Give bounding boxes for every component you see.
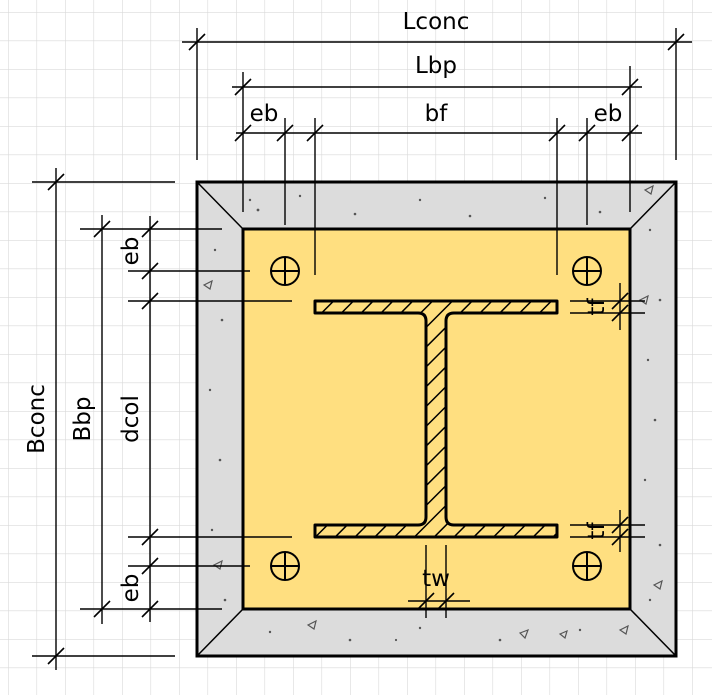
- anchor-bolts: [270, 256, 602, 581]
- label-tf-bottom: tf: [584, 522, 610, 540]
- anchor-bolt-top-right: [572, 256, 602, 286]
- dimension-bconc: [32, 168, 175, 670]
- label-dcol: dcol: [118, 395, 144, 443]
- anchor-bolt-bottom-left: [270, 551, 300, 581]
- label-eb-top-left: eb: [250, 101, 279, 127]
- label-lconc: Lconc: [403, 9, 470, 35]
- label-bf: bf: [425, 101, 449, 127]
- dimension-tf-top: [570, 283, 645, 330]
- dimension-lbp: [232, 66, 642, 212]
- label-tf-top: tf: [584, 298, 610, 316]
- dimension-tw: [408, 545, 470, 618]
- dimension-lconc: [182, 28, 692, 160]
- i-beam-column: [313, 299, 559, 539]
- label-lbp: Lbp: [415, 53, 457, 79]
- dimension-tf-bottom: [570, 510, 645, 552]
- dimension-eb-dcol-column: [128, 216, 292, 622]
- label-tw: tw: [422, 566, 450, 592]
- label-bconc: Bconc: [24, 384, 50, 454]
- dimension-eb-bf-row: [234, 118, 642, 275]
- label-eb-left-top: eb: [118, 237, 144, 266]
- label-eb-top-right: eb: [594, 101, 623, 127]
- anchor-bolt-bottom-right: [572, 551, 602, 581]
- label-eb-left-bottom: eb: [118, 574, 144, 603]
- label-bbp: Bbp: [70, 397, 96, 442]
- anchor-bolt-top-left: [270, 256, 300, 286]
